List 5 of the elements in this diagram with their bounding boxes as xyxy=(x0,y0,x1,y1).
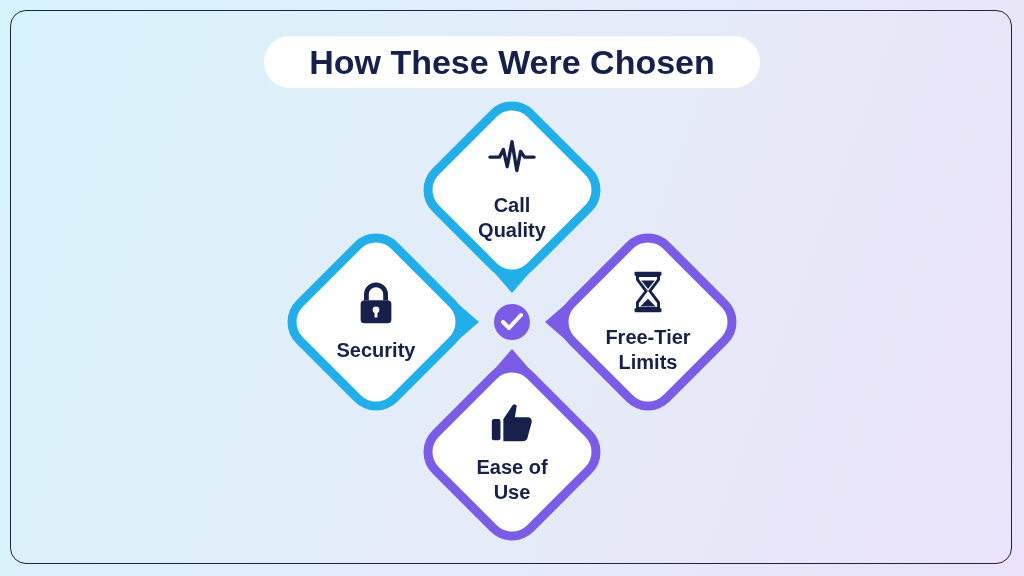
title: How These Were Chosen xyxy=(264,36,760,88)
criterion-label: Ease of Use xyxy=(475,455,549,505)
criterion-label: Security xyxy=(335,337,417,363)
criterion-label: Free-Tier Limits xyxy=(604,325,692,375)
criterion-label: Call Quality xyxy=(477,193,547,243)
